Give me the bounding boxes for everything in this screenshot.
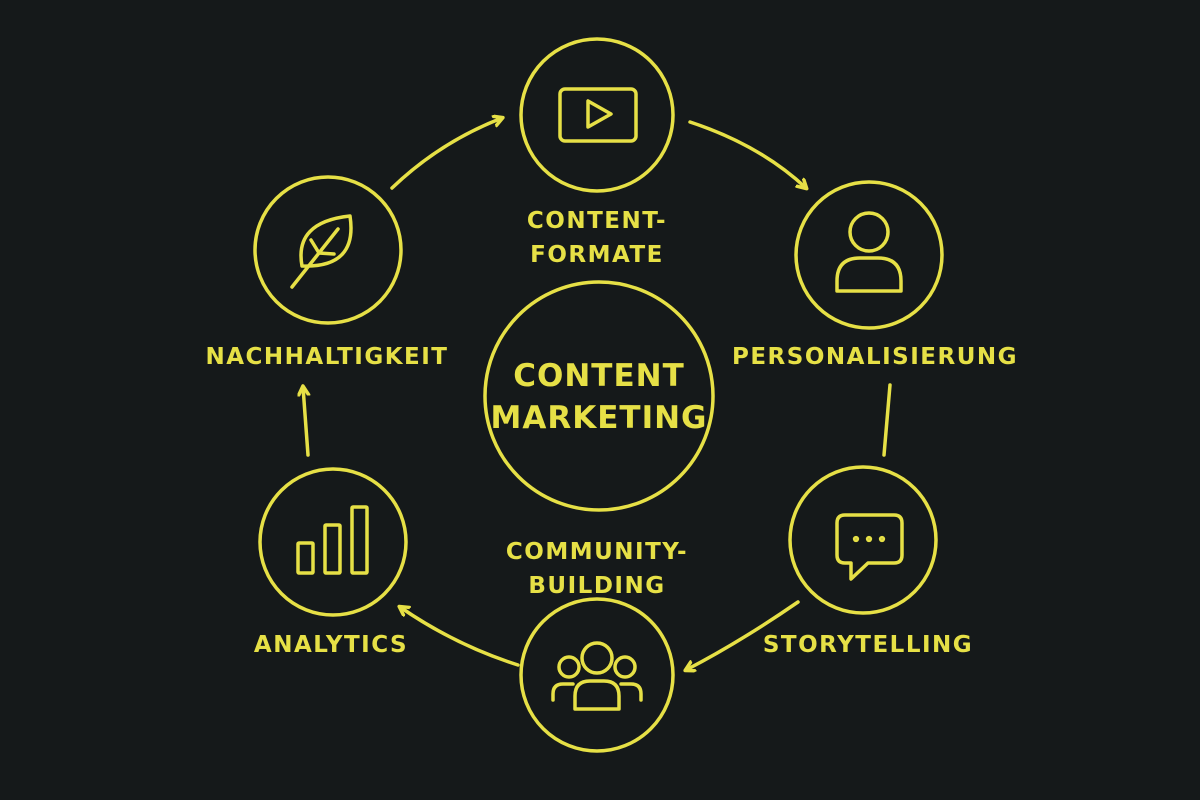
label-content-formate: CONTENT- FORMATE <box>527 204 667 272</box>
node-circle-community-building <box>519 597 675 753</box>
node-circle-nachhaltigkeit <box>253 175 403 325</box>
arrow-community-building-to-analytics <box>400 607 520 667</box>
node-circle-content-formate <box>519 37 675 193</box>
center-label-line2: MARKETING <box>490 400 708 436</box>
leaf-icon <box>290 214 353 289</box>
label-personalisierung: PERSONALISIERUNG <box>731 344 1019 370</box>
center-label-line1: CONTENT <box>513 358 685 394</box>
arrow-content-formate-to-personalisierung <box>688 120 806 188</box>
group-icon <box>551 641 643 711</box>
video-play-icon <box>558 87 638 143</box>
user-icon <box>835 211 903 293</box>
label-storytelling: STORYTELLING <box>762 632 974 658</box>
label-community-building: COMMUNITY- BUILDING <box>506 535 688 603</box>
arrow-analytics-to-nachhaltigkeit <box>303 387 308 457</box>
center-label: CONTENT MARKETING <box>491 355 708 439</box>
arrow-nachhaltigkeit-to-content-formate <box>390 118 502 190</box>
label-community-building-line2: BUILDING <box>528 573 666 599</box>
label-community-building-line1: COMMUNITY- <box>505 539 689 565</box>
label-analytics: ANALYTICS <box>253 632 409 658</box>
node-circle-analytics <box>258 467 408 617</box>
chat-bubble-icon <box>835 513 904 581</box>
connector-personalisierung-to-storytelling <box>882 383 892 457</box>
node-circle-storytelling <box>788 465 938 615</box>
center-circle <box>483 280 715 512</box>
bar-chart-icon <box>296 505 369 575</box>
label-content-formate-line2: FORMATE <box>530 242 664 268</box>
arrow-storytelling-to-community-building <box>686 600 800 670</box>
label-nachhaltigkeit: NACHHALTIGKEIT <box>205 344 449 370</box>
label-content-formate-line1: CONTENT- <box>526 208 668 234</box>
node-circle-personalisierung <box>794 180 944 330</box>
